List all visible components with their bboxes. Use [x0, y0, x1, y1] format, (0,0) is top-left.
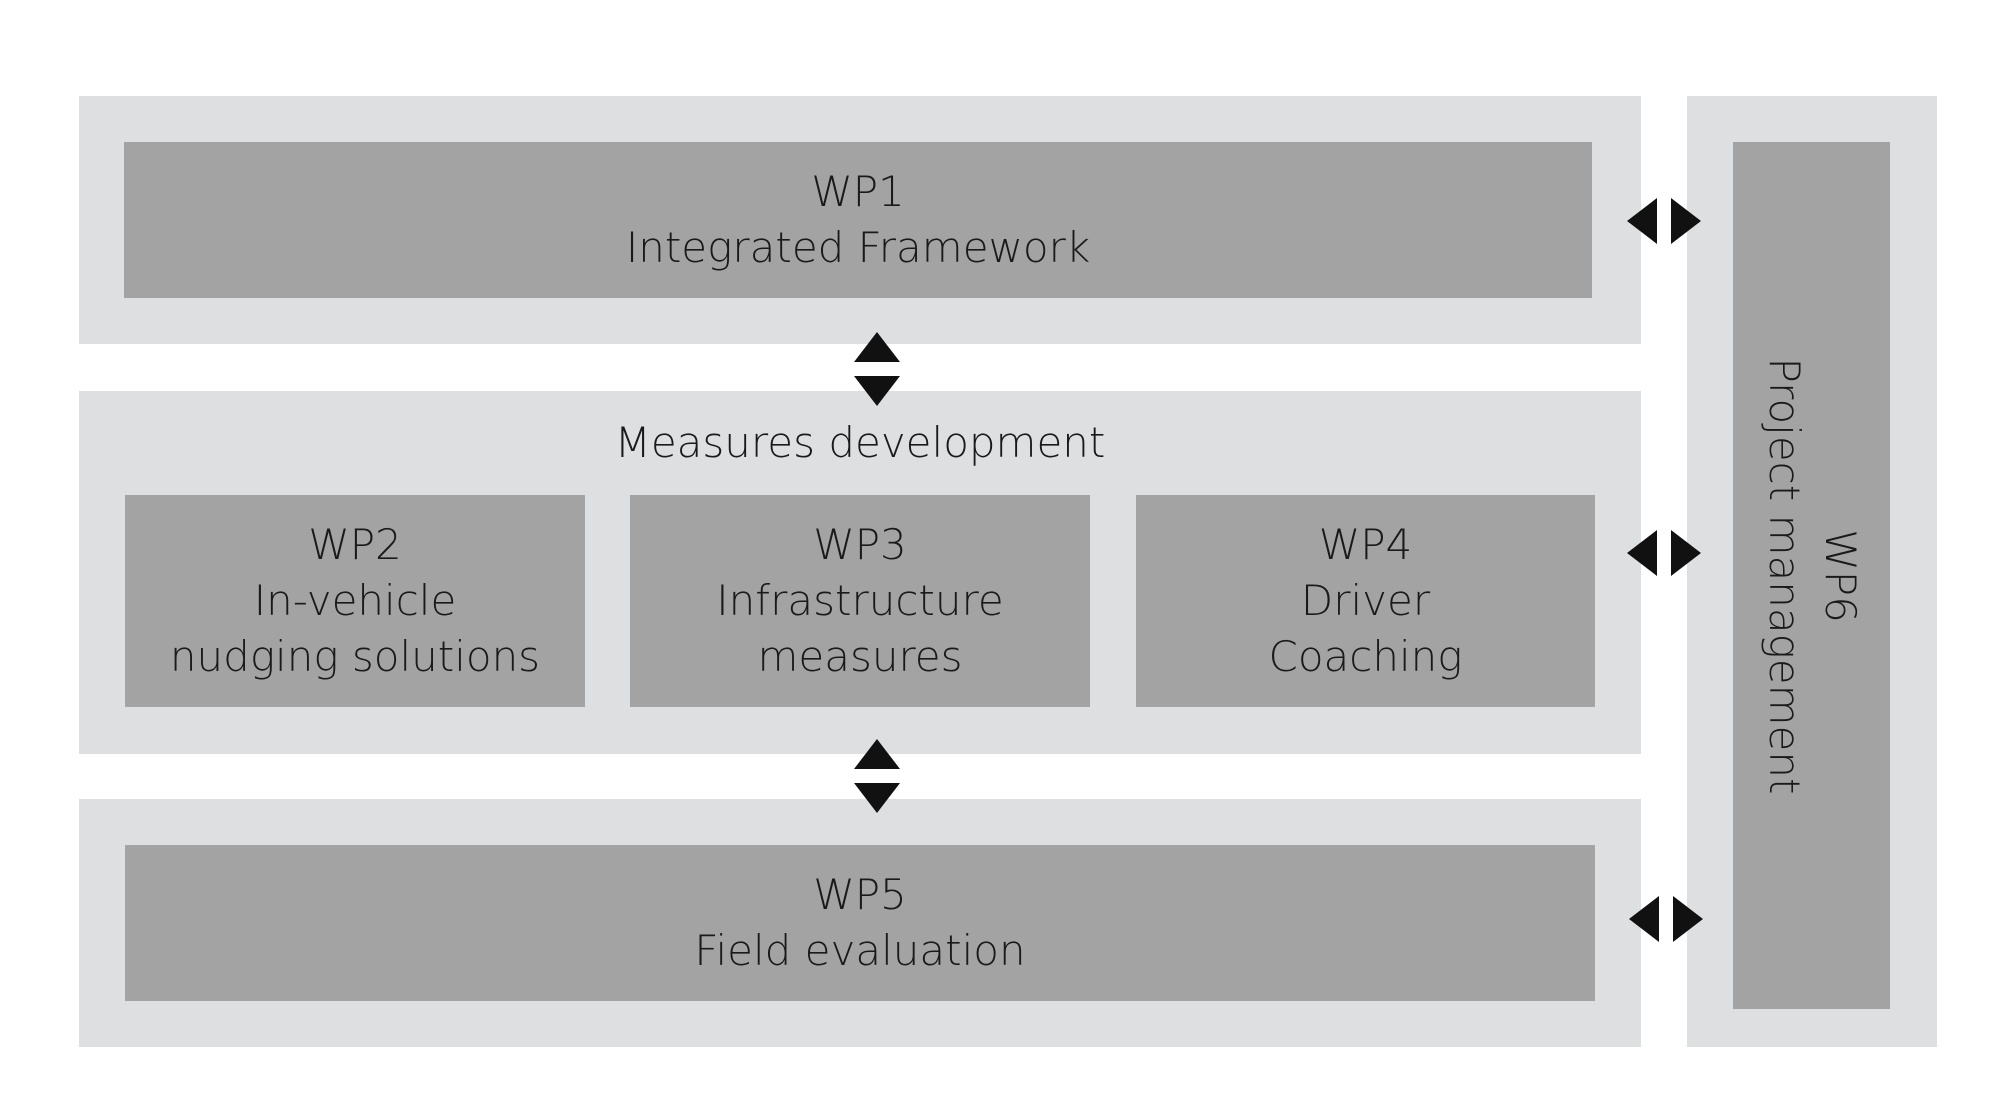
- arrow-measures-wp5: [854, 739, 900, 813]
- wp4-box: WP4 Driver Coaching: [1136, 495, 1595, 707]
- wp5-box: WP5 Field evaluation: [125, 845, 1595, 1001]
- wp3-line1: Infrastructure: [716, 576, 1004, 625]
- wp5-code: WP5: [813, 870, 907, 919]
- arrow-right-icon: [1671, 198, 1701, 244]
- arrow-wp1-wp6: [1627, 198, 1701, 244]
- arrow-up-icon: [854, 739, 900, 769]
- wp2-line2: nudging solutions: [169, 632, 541, 681]
- arrow-down-icon: [854, 376, 900, 406]
- wp2-line1: In-vehicle: [253, 576, 457, 625]
- wp3-line2: measures: [757, 632, 963, 681]
- wp6-code: WP6: [1815, 528, 1865, 623]
- arrow-wp5-wp6: [1629, 896, 1703, 942]
- measures-title: Measures development: [614, 418, 1106, 467]
- arrow-measures-wp6: [1627, 530, 1701, 576]
- arrow-down-icon: [854, 783, 900, 813]
- wp1-box: WP1 Integrated Framework: [124, 142, 1592, 298]
- wp3-code: WP3: [813, 520, 907, 569]
- arrow-left-icon: [1627, 530, 1657, 576]
- arrow-left-icon: [1629, 896, 1659, 942]
- arrow-right-icon: [1673, 896, 1703, 942]
- wp4-line2: Coaching: [1268, 632, 1463, 681]
- arrow-wp1-measures: [854, 332, 900, 406]
- wp2-box: WP2 In-vehicle nudging solutions: [125, 495, 585, 707]
- wp4-line1: Driver: [1300, 576, 1431, 625]
- arrow-left-icon: [1627, 198, 1657, 244]
- wp5-title: Field evaluation: [694, 926, 1026, 975]
- wp1-code: WP1: [811, 167, 905, 216]
- wp6-box: WP6 Project management: [1733, 142, 1890, 1009]
- arrow-up-icon: [854, 332, 900, 362]
- arrow-right-icon: [1671, 530, 1701, 576]
- wp6-label: WP6 Project management: [1756, 357, 1868, 794]
- wp4-code: WP4: [1318, 520, 1413, 569]
- wp3-box: WP3 Infrastructure measures: [630, 495, 1090, 707]
- wp6-title: Project management: [1759, 357, 1809, 794]
- wp2-code: WP2: [308, 520, 402, 569]
- wp1-title: Integrated Framework: [625, 223, 1091, 272]
